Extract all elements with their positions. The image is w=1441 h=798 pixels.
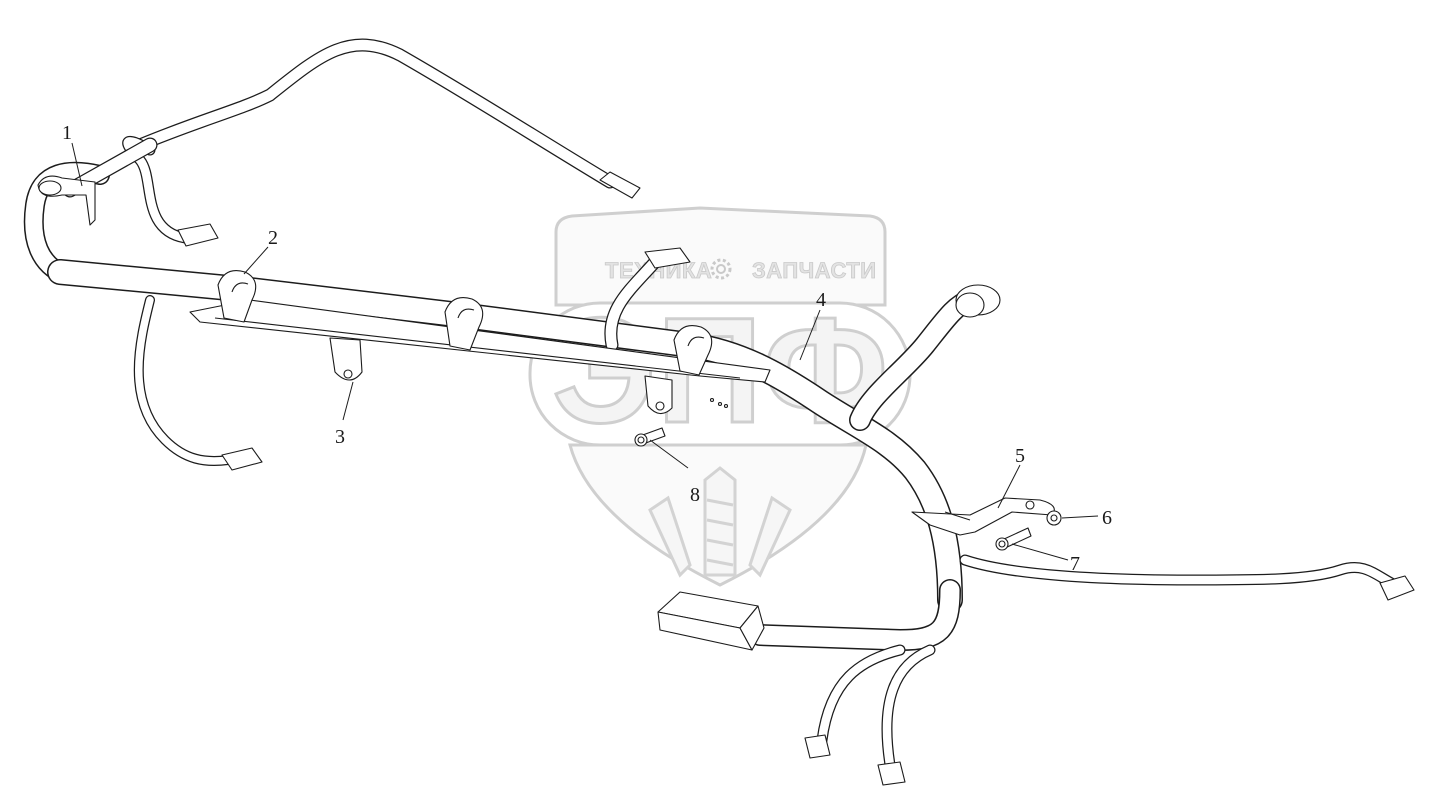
connectors (177, 171, 1415, 786)
callout-2: 2 (268, 227, 278, 249)
connector-bottom-right (877, 761, 906, 786)
nut-6 (1046, 510, 1062, 526)
connector-lower-left (221, 447, 263, 471)
bottom-branch (749, 579, 961, 651)
left-curl (23, 161, 110, 285)
leader-8 (649, 439, 689, 469)
top-left-branch (122, 135, 191, 244)
upper-cable (133, 38, 617, 189)
leader-lines (71, 142, 1099, 561)
watermark: ТЕХНИКА ЗАПЧАСТИ ЭПФ (528, 206, 912, 587)
connector-large-box (657, 591, 765, 651)
lower-cables (816, 644, 936, 771)
clamps (37, 175, 1055, 536)
connector-top (599, 171, 641, 199)
leader-3 (342, 381, 354, 421)
callout-5: 5 (1015, 445, 1025, 467)
clamp-middle (444, 297, 484, 351)
grommet (955, 284, 1001, 318)
rail-tab-left (329, 337, 363, 381)
gear-icon (710, 258, 732, 280)
clamp-2 (217, 270, 257, 323)
clamp-right (673, 325, 713, 376)
leader-5 (997, 464, 1021, 509)
leader-2 (243, 246, 269, 275)
bolt-7 (995, 527, 1032, 551)
callout-3: 3 (335, 426, 345, 448)
callout-1: 1 (62, 122, 72, 144)
watermark-right-text: ЗАПЧАСТИ (752, 258, 877, 283)
leader-4 (799, 309, 821, 361)
bracket-5 (911, 497, 1055, 536)
callouts: 1 2 3 4 5 6 7 8 (62, 122, 1112, 575)
wheat-icon (648, 466, 792, 578)
leader-6 (1061, 515, 1099, 519)
callout-7: 7 (1070, 553, 1080, 575)
fasteners (634, 397, 1062, 551)
connector-bottom-left (804, 734, 831, 759)
callout-8: 8 (690, 484, 700, 506)
bolt-8 (634, 427, 666, 447)
leader-1 (71, 142, 83, 187)
right-cable (959, 554, 1401, 591)
mounting-rail (189, 299, 771, 415)
lower-left-branch (133, 295, 233, 466)
connector-right (1379, 575, 1415, 601)
callout-6: 6 (1102, 507, 1112, 529)
callout-4: 4 (816, 289, 826, 311)
connector-top-left (177, 223, 219, 247)
clamp-1 (37, 175, 96, 226)
rail-tab-right (644, 375, 673, 415)
leader-7 (1011, 543, 1069, 561)
connector-middle (644, 247, 691, 269)
middle-top-branch (604, 255, 662, 352)
